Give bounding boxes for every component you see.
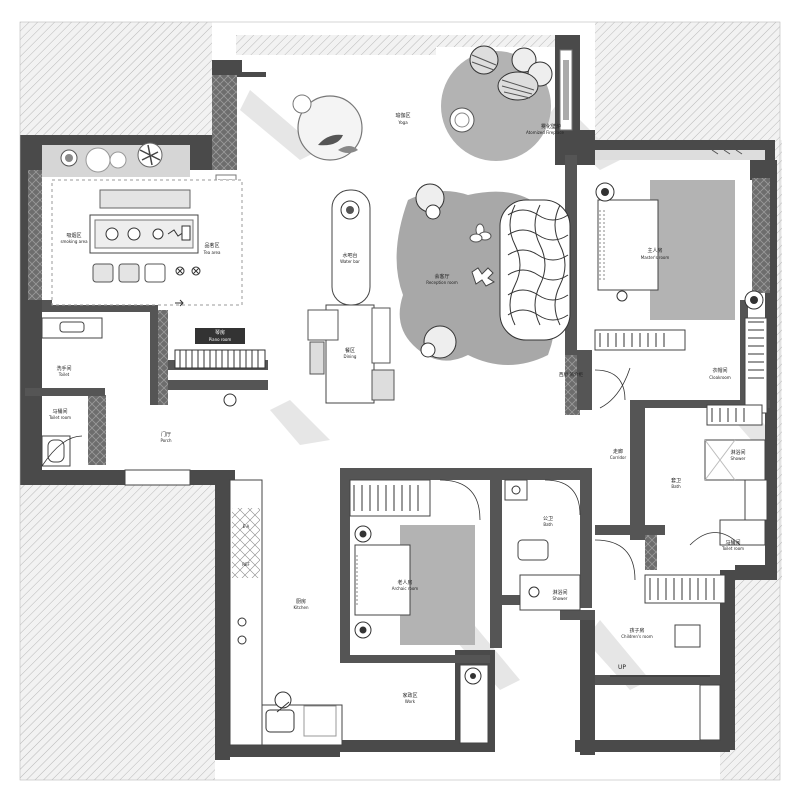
label-bath: 公卫 — [543, 516, 553, 522]
elder-bed — [400, 525, 475, 645]
porch: 门厅 Porch — [124, 431, 191, 486]
stool-2 — [118, 263, 140, 283]
north-terrace — [20, 22, 212, 140]
cloakroom: 衣帽间 Cloakroom — [594, 317, 768, 426]
label-bath-en: Bath — [543, 522, 553, 527]
label-toilet3: 马桶间 — [725, 539, 740, 546]
north-terrace-east — [595, 22, 780, 140]
fireplace-area: 雾化壁炉 Atomized Fireplace — [441, 45, 573, 161]
label-shower-master: 淋浴间 — [730, 449, 745, 456]
stool-3 — [144, 263, 166, 283]
label-smoking: 吸烟区 — [66, 232, 81, 239]
label-master-en: Master's room — [641, 255, 670, 260]
label-fridge2: REF — [242, 562, 250, 567]
label-kitchen-en: Kitchen — [293, 605, 308, 610]
label-up: UP — [618, 664, 626, 671]
master-bed — [650, 180, 735, 320]
label-toilet3-en: Toilet room — [721, 546, 744, 551]
label-smoking-en: smoking area — [60, 239, 88, 244]
label-work: 家政区 — [402, 692, 417, 699]
label-dining: 餐区 — [345, 347, 355, 354]
knit-pouf — [499, 199, 571, 341]
mini-kitchen-cabinet: 西厨 简介柜 — [559, 367, 631, 409]
label-toilet1: 洗手间 — [56, 365, 71, 372]
public-bath: 公卫 Bath 淋浴间 Shower — [504, 479, 581, 611]
label-tea: 品茗区 — [204, 242, 219, 249]
label-elder: 老人房 — [397, 579, 412, 586]
label-elder-en: Archaic room — [392, 586, 419, 591]
label-children: 孩子房 — [629, 627, 644, 634]
label-water-bar-en: Water bar — [340, 259, 360, 264]
label-bath-master: 套卫 — [671, 477, 681, 484]
toilet-west: 洗手间 Toilet 马桶间 Toilet room — [41, 317, 103, 467]
label-porch-en: Porch — [160, 438, 171, 443]
north-balcony — [236, 35, 436, 55]
yoga-area: 瑜伽区 Yoga — [292, 94, 411, 161]
label-corridor: 走廊 — [613, 448, 623, 455]
smoking-tea-area: 吸烟区 smoking area 品茗区 Tea area — [42, 142, 243, 307]
label-work-en: Work — [405, 699, 416, 704]
plan-frame — [19, 21, 781, 781]
flower-icon — [469, 223, 492, 243]
sofa-back — [99, 189, 191, 209]
label-reception: 会客厅 — [434, 273, 449, 280]
label-yoga-en: Yoga — [397, 120, 408, 125]
master-bath: 淋浴间 Shower 套卫 Bath 马桶间 Toilet room — [671, 439, 768, 551]
stool-1 — [92, 263, 114, 283]
label-cloakroom-en: Cloakroom — [709, 375, 731, 380]
lounge-chair — [497, 47, 553, 101]
label-corridor-en: Corridor — [610, 455, 627, 460]
work-area: 家政区 Work — [402, 664, 489, 744]
label-bath-master-en: Bath — [671, 484, 681, 489]
label-shower-master-en: Shower — [731, 456, 746, 461]
corridor: 走廊 Corridor — [610, 448, 627, 460]
label-piano: 琴房 — [215, 329, 225, 336]
reception-area: 会客厅 Reception room — [396, 183, 571, 365]
label-fridge1: E·A — [243, 524, 250, 529]
label-mini-kitchen: 西厨 简介柜 — [559, 371, 583, 378]
yoga-mat — [297, 95, 363, 161]
south-west-yard — [20, 485, 215, 780]
label-toilet2-en: Toilet room — [48, 415, 71, 420]
water-bar-dining: 水吧台 Water bar 餐区 Dining — [307, 189, 395, 404]
piano-room: 琴房 Piano room — [168, 312, 268, 407]
label-fireplace-en: Atomized Fireplace — [526, 130, 565, 135]
label-master: 主人房 — [647, 247, 662, 254]
children-room: 孩子房 Children's room UP — [594, 539, 726, 741]
label-tea-en: Tea area — [203, 250, 221, 255]
label-water-bar: 水吧台 — [342, 252, 357, 259]
label-yoga: 瑜伽区 — [395, 112, 410, 119]
elder-room: 老人房 Archaic room — [349, 479, 481, 645]
label-children-en: Children's room — [621, 634, 653, 639]
label-shower-en: Shower — [553, 596, 568, 601]
label-kitchen: 厨房 — [296, 598, 306, 605]
master-room: 主人房 Master's room — [595, 149, 765, 320]
label-cloakroom: 衣帽间 — [712, 367, 727, 374]
kitchen: E·A REF 厨房 Kitchen — [229, 479, 343, 746]
label-toilet2: 马桶间 — [52, 408, 67, 415]
label-toilet1-en: Toilet — [58, 372, 70, 377]
label-shower: 淋浴间 — [552, 589, 567, 596]
label-dining-en: Dining — [344, 354, 357, 359]
plant-icon — [137, 142, 163, 168]
label-fireplace: 雾化壁炉 — [541, 123, 561, 130]
label-piano-en: Piano room — [209, 337, 232, 342]
label-porch: 门厅 — [161, 431, 171, 438]
north-balcony-east — [436, 35, 556, 47]
label-reception-en: Reception room — [426, 280, 458, 285]
